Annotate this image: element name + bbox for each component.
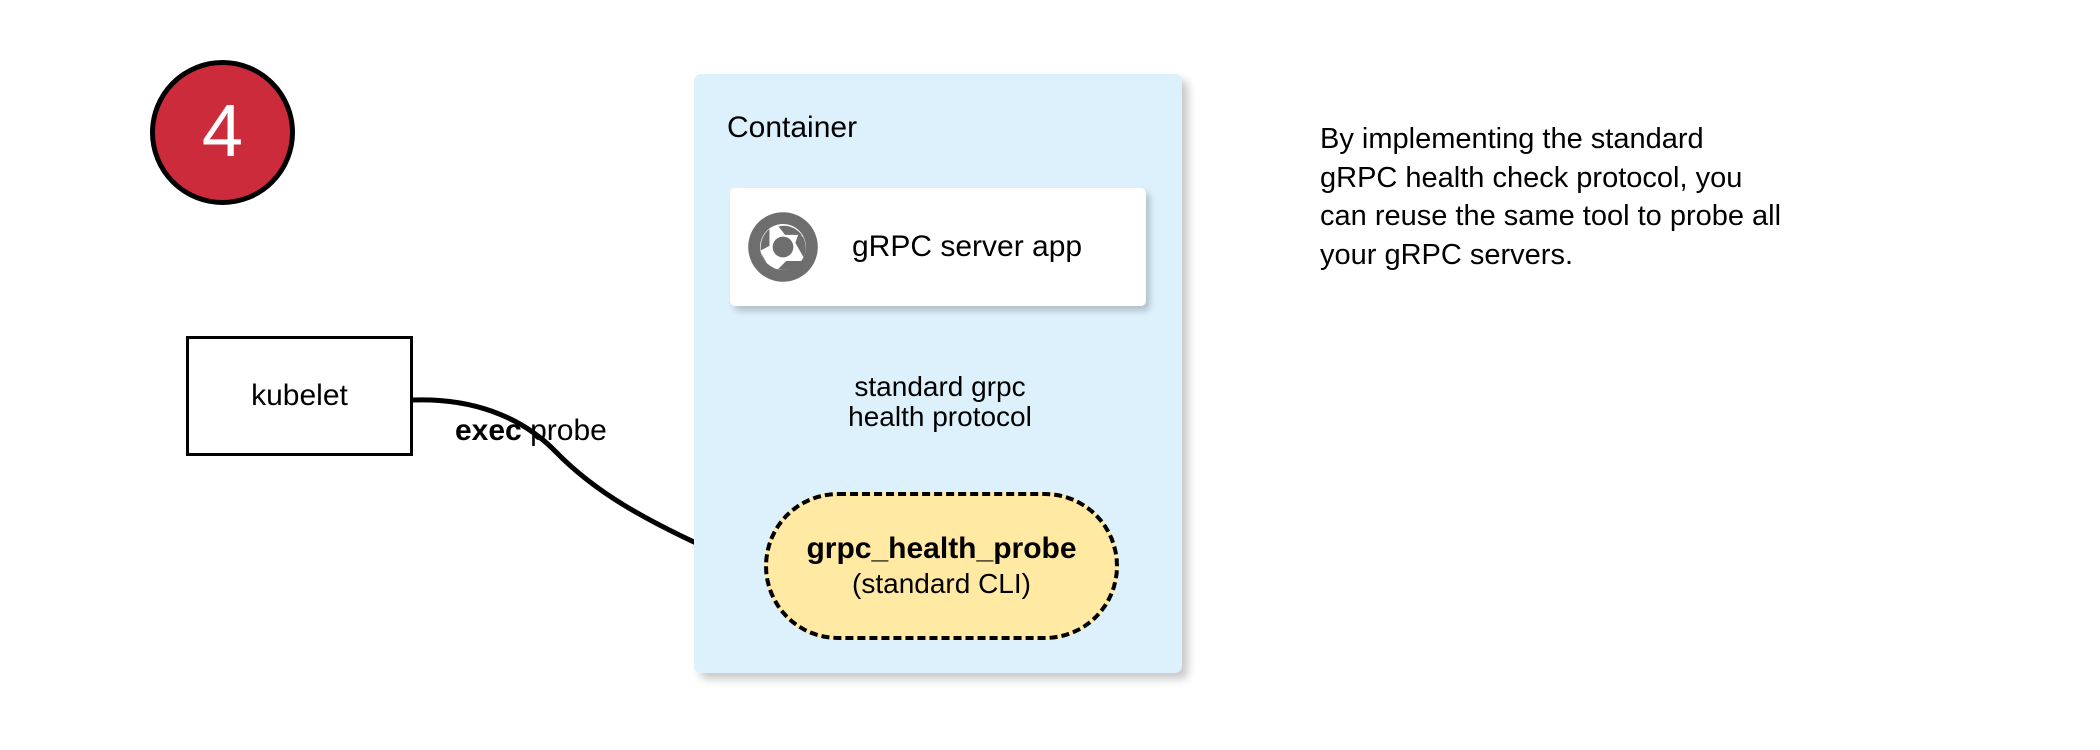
grpc-server-app-label: gRPC server app xyxy=(852,230,1083,263)
step-number-label: 4 xyxy=(201,88,244,172)
side-note-line-1: By implementing the standard xyxy=(1320,123,1704,155)
side-note-line-3: can reuse the same tool to probe all xyxy=(1320,200,1782,233)
grpc-health-probe-subtitle: (standard CLI) xyxy=(852,567,1031,599)
grpc-aperture-icon xyxy=(748,212,818,282)
exec-probe-label-bold: exec xyxy=(455,414,522,447)
side-note-line-2: gRPC health check protocol, you xyxy=(1320,161,1743,194)
grpc-health-probe-node: grpc_health_probe (standard CLI) xyxy=(764,492,1119,640)
container-title-label: Container xyxy=(727,111,858,144)
grpc-health-probe-title: grpc_health_probe xyxy=(806,532,1077,566)
exec-probe-label-rest: probe xyxy=(521,414,607,447)
step-number-badge: 4 xyxy=(150,60,295,205)
health-protocol-edge-label: standard grpc health protocol xyxy=(794,372,1086,432)
side-note-text: By implementing the standard gRPC health… xyxy=(1320,120,1920,274)
kubelet-label: kubelet xyxy=(251,379,348,412)
grpc-server-app-node: gRPC server app xyxy=(730,188,1146,306)
kubelet-node: kubelet xyxy=(186,336,413,456)
exec-probe-edge-label: exec probe xyxy=(455,414,607,448)
health-protocol-line-2: health protocol xyxy=(848,400,1032,432)
health-protocol-line-1: standard grpc xyxy=(854,371,1026,402)
side-note-line-4: your gRPC servers. xyxy=(1320,238,1574,271)
